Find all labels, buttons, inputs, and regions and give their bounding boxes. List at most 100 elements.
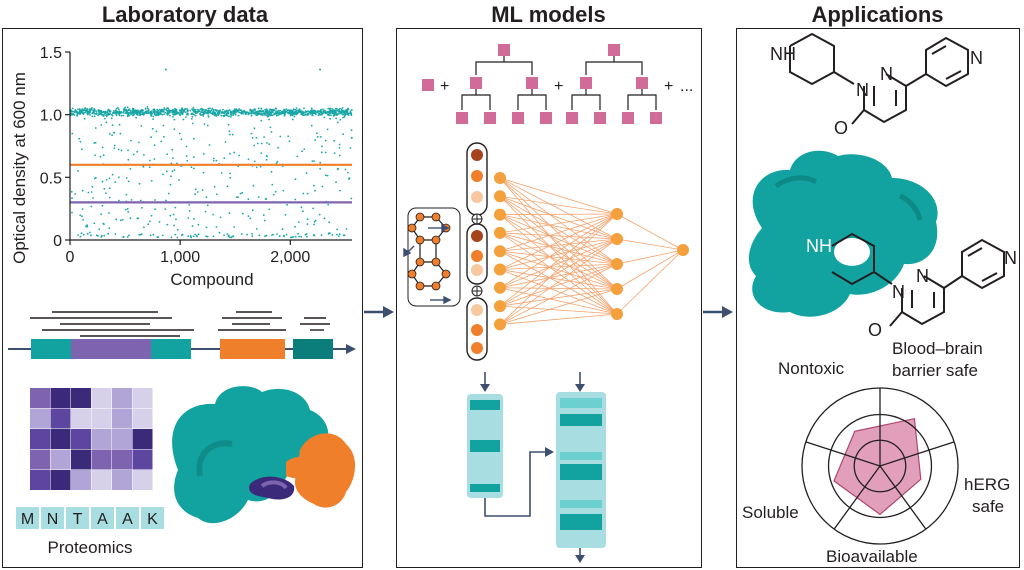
heatmap-cell: [132, 449, 153, 470]
data-point: [124, 106, 127, 109]
data-point: [94, 154, 96, 157]
data-point: [113, 144, 116, 147]
data-point: [178, 179, 180, 181]
data-point: [255, 137, 258, 139]
nn-nodes: [471, 149, 689, 354]
data-point: [283, 113, 286, 116]
data-point: [72, 113, 74, 115]
data-point: [196, 111, 199, 114]
data-point: [194, 193, 197, 196]
data-point: [178, 109, 181, 112]
data-point: [329, 109, 332, 112]
data-point: [105, 115, 108, 118]
data-point: [278, 111, 281, 114]
data-point: [82, 233, 85, 236]
y-tick-label: 1.5: [40, 45, 62, 62]
data-point: [101, 113, 103, 116]
data-point: [324, 151, 327, 154]
x-axis-label: Compound: [170, 270, 253, 289]
data-point: [265, 234, 268, 237]
data-point: [350, 197, 353, 200]
data-point: [251, 110, 253, 113]
data-point: [97, 109, 100, 112]
nn-hidden-node: [611, 258, 623, 270]
data-point: [81, 215, 83, 218]
data-point: [260, 110, 263, 113]
data-point: [202, 153, 205, 155]
data-point: [89, 114, 91, 116]
data-point: [118, 176, 120, 179]
data-point: [156, 108, 159, 111]
data-point: [223, 157, 226, 160]
data-point: [127, 149, 129, 152]
nn-input-node: [471, 342, 483, 354]
heatmap-cell: [112, 429, 132, 449]
data-point: [347, 112, 350, 115]
data-point: [130, 139, 132, 142]
sequence-box: [91, 507, 114, 529]
outlier-point: [164, 68, 167, 71]
radar-spoke: [879, 441, 955, 467]
radar-spoke: [805, 441, 881, 467]
heatmap-cell: [91, 429, 112, 449]
data-point: [138, 233, 141, 236]
data-point: [286, 109, 289, 112]
data-point: [76, 114, 78, 117]
data-point: [226, 185, 229, 188]
nn-edge: [499, 250, 618, 290]
data-point: [216, 112, 219, 114]
data-point: [77, 111, 80, 114]
data-point: [79, 110, 82, 113]
data-point: [86, 112, 88, 114]
data-point: [147, 112, 150, 115]
data-point: [235, 108, 238, 111]
data-point: [211, 107, 214, 110]
sequence-letter: T: [73, 511, 83, 528]
data-point: [179, 114, 182, 117]
data-point: [132, 110, 135, 113]
data-point: [98, 228, 101, 231]
data-point: [132, 153, 135, 156]
data-point: [125, 110, 128, 113]
data-point: [108, 196, 111, 199]
data-point: [298, 235, 300, 238]
data-point: [306, 223, 309, 226]
data-point: [111, 173, 114, 176]
data-point: [197, 233, 200, 236]
data-point: [260, 142, 263, 145]
data-point: [213, 112, 216, 114]
data-point: [126, 115, 129, 118]
data-point: [259, 165, 262, 168]
data-point: [93, 115, 96, 118]
nn-edge: [616, 249, 684, 315]
nn-edge: [499, 196, 618, 315]
data-point: [336, 108, 338, 110]
data-point: [264, 235, 266, 238]
data-point: [284, 109, 287, 112]
data-point: [341, 107, 344, 109]
data-point: [227, 109, 230, 112]
data-point: [276, 233, 278, 235]
nn-edge: [616, 238, 684, 251]
data-point: [94, 141, 97, 144]
data-point: [156, 111, 159, 113]
heatmap-cell: [50, 388, 71, 408]
data-point: [108, 113, 111, 116]
data-point: [238, 108, 241, 110]
data-point: [186, 112, 189, 115]
data-point: [324, 139, 327, 142]
data-point: [151, 127, 154, 130]
data-point: [126, 207, 129, 210]
exon-2: [71, 339, 151, 359]
molecule-bound: [831, 232, 1005, 327]
data-point: [71, 197, 73, 200]
data-point: [185, 155, 188, 158]
data-point: [100, 109, 102, 112]
data-point: [152, 111, 155, 114]
heatmap-cell: [91, 408, 112, 429]
data-point: [208, 144, 211, 146]
molecule-bound-labels: NH N N N O: [806, 236, 1017, 340]
data-point: [144, 107, 147, 110]
data-point: [272, 111, 274, 114]
data-point: [306, 192, 309, 195]
